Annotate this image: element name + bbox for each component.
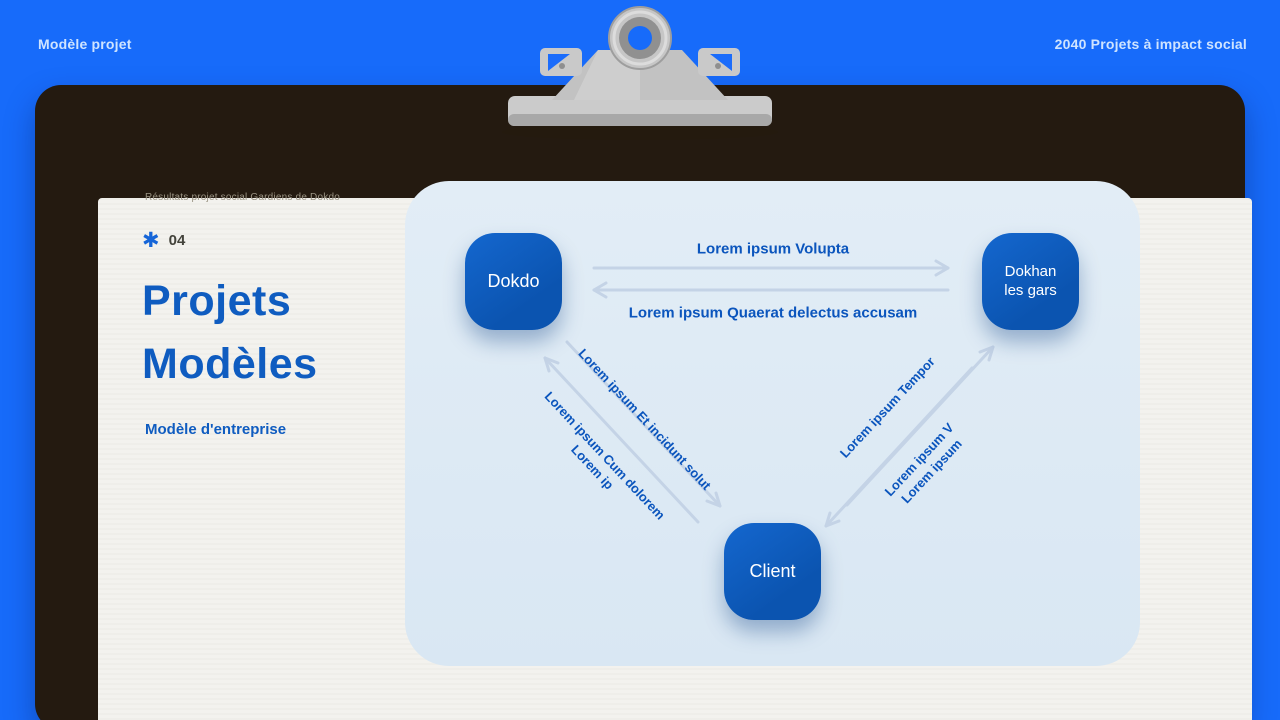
header-right-text: 2040 Projets à impact social <box>1054 36 1247 52</box>
diagram-node-dokhan: Dokhan les gars <box>982 233 1079 330</box>
slide-number-row: ✱ 04 <box>142 230 185 251</box>
diagram-node-dokdo: Dokdo <box>465 233 562 330</box>
diagram-node-client: Client <box>724 523 821 620</box>
node-dokdo-label: Dokdo <box>487 271 540 291</box>
asterisk-icon: ✱ <box>142 229 160 252</box>
node-client-label: Client <box>749 561 796 581</box>
page-title-line-1: Projets <box>142 277 292 325</box>
slide-caption: Résultats projet social Gardiens de Dokd… <box>145 192 340 203</box>
header-left-text: Modèle projet <box>38 36 132 52</box>
slide-number: 04 <box>168 232 186 249</box>
edge-label-top-backward: Lorem ipsum Quaerat delectus accusam <box>628 304 918 322</box>
page-title-line-2: Modèles <box>142 340 318 389</box>
slide-subtitle: Modèle d'entreprise <box>145 421 287 438</box>
clipboard-clip-icon <box>502 6 778 140</box>
edge-label-top-forward: Lorem ipsum Volupta <box>696 240 850 258</box>
node-dokhan-label: Dokhan les gars <box>1004 262 1057 299</box>
page-title: Projets Modèles <box>142 270 318 396</box>
